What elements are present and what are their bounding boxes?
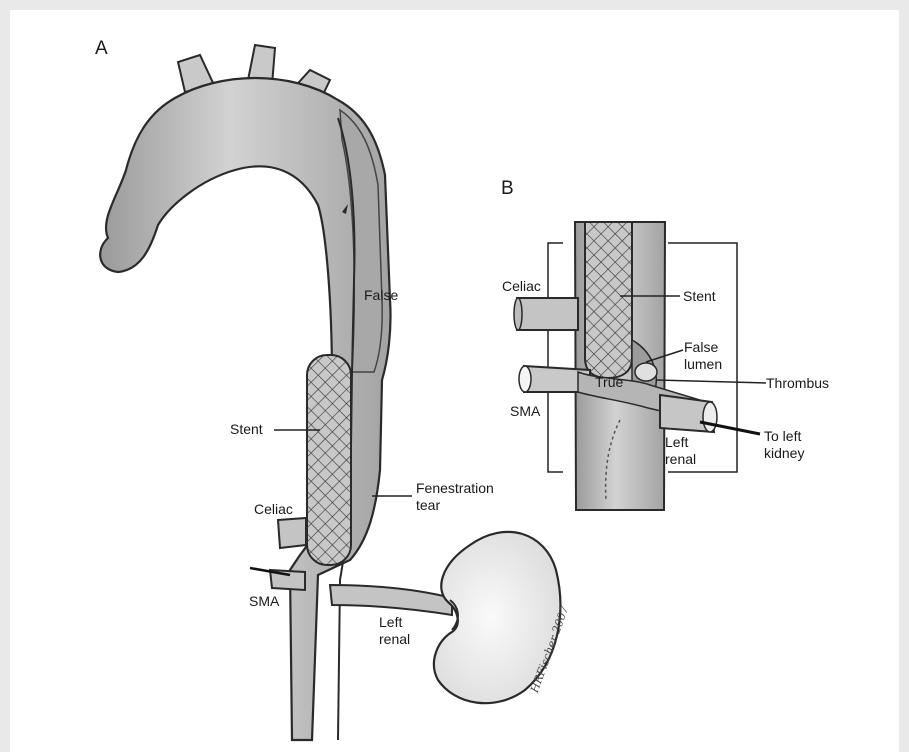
label-stent-b: Stent	[683, 288, 716, 305]
label-left-renal-b-2: renal	[665, 451, 696, 468]
label-false-a: False	[364, 287, 398, 304]
celiac-opening-b	[514, 298, 522, 330]
label-celiac-a: Celiac	[254, 501, 293, 518]
label-celiac-b: Celiac	[502, 278, 541, 295]
label-to-left-kidney-b-1: To left	[764, 428, 801, 445]
label-left-renal-a-1: Left	[379, 614, 402, 631]
label-to-left-kidney-b-2: kidney	[764, 445, 804, 462]
label-thrombus-b: Thrombus	[766, 375, 829, 392]
label-false-b: False	[684, 339, 718, 356]
label-true-b: True	[595, 374, 623, 391]
label-left-renal-b-1: Left	[665, 434, 688, 451]
sma-opening-b	[519, 366, 531, 392]
stent-graft-a	[307, 355, 351, 565]
label-sma-b: SMA	[510, 403, 540, 420]
label-lumen-b: lumen	[684, 356, 722, 373]
celiac-branch-b	[517, 298, 578, 330]
renal-opening-b	[703, 402, 717, 432]
celiac-branch-a	[278, 518, 306, 548]
thrombus-leader-b	[656, 380, 766, 383]
panel-a-illustration	[100, 45, 560, 740]
label-left-renal-a-2: renal	[379, 631, 410, 648]
panel-b-illustration	[514, 222, 766, 510]
thrombus-b	[635, 363, 657, 381]
label-sma-a: SMA	[249, 593, 279, 610]
panel-b-bracket-left	[548, 243, 563, 472]
panel-b-letter: B	[501, 178, 514, 200]
stent-graft-b	[585, 222, 632, 378]
label-fenestration-a: Fenestration	[416, 480, 494, 497]
left-renal-artery-a	[330, 585, 452, 615]
label-tear-a: tear	[416, 497, 440, 514]
label-stent-a: Stent	[230, 421, 263, 438]
panel-a-letter: A	[95, 38, 108, 60]
